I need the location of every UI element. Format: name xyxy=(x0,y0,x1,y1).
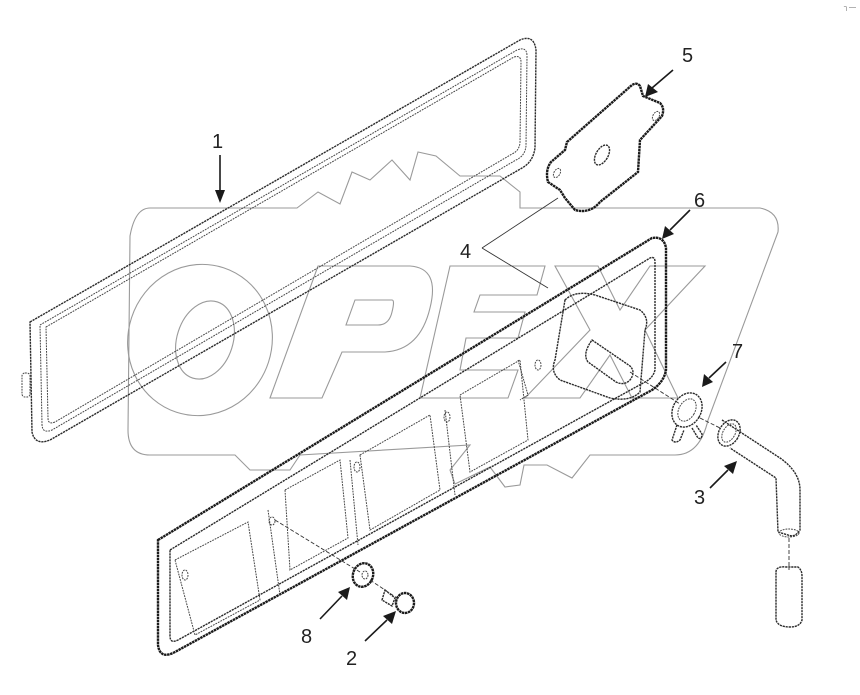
hose-clamp-part-7 xyxy=(671,392,703,443)
corner-mark: ┐— xyxy=(844,4,856,11)
callout-arrows xyxy=(215,69,737,642)
callout-6: 6 xyxy=(694,190,705,212)
callout-5: 5 xyxy=(682,45,693,67)
washer-part-8 xyxy=(351,562,375,588)
bolt-part-2 xyxy=(381,588,416,615)
opex-watermark xyxy=(127,151,779,488)
callout-7: 7 xyxy=(732,341,743,363)
leader-lines-4 xyxy=(481,197,559,289)
alignment-lines xyxy=(274,371,790,601)
hose-part-3 xyxy=(717,419,803,628)
callout-2: 2 xyxy=(346,648,357,670)
callout-1: 1 xyxy=(212,131,223,153)
callout-3: 3 xyxy=(694,487,705,509)
callout-8: 8 xyxy=(301,626,312,648)
valve-cover-part-6 xyxy=(156,236,668,656)
callout-4: 4 xyxy=(460,241,471,263)
gasket-part-1 xyxy=(21,37,537,443)
callout-labels: 1 2 3 4 5 6 7 8 xyxy=(212,45,743,670)
breather-plate-part-5 xyxy=(545,82,665,213)
